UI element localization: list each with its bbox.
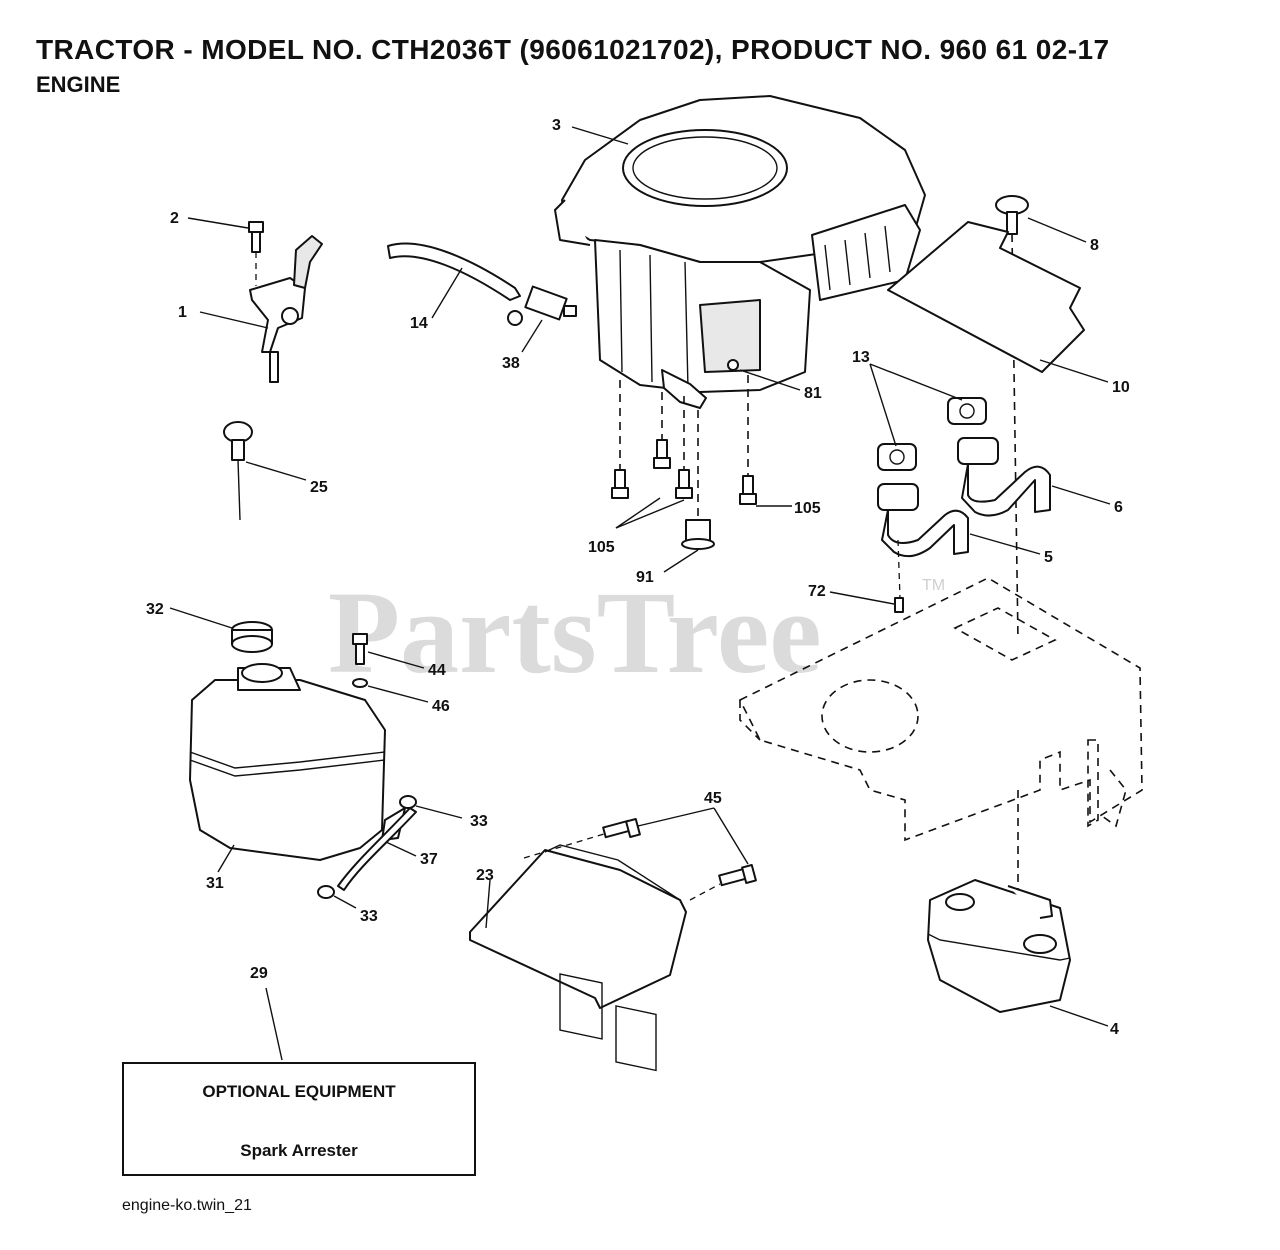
exhaust-pipe-part-6 [957, 437, 1051, 517]
callout-14: 14 [410, 315, 428, 332]
page-title: TRACTOR - MODEL NO. CTH2036T (9606102170… [36, 34, 1110, 65]
callout-29: 29 [250, 965, 268, 982]
callout-91: 91 [636, 569, 654, 586]
callout-25: 25 [310, 479, 328, 496]
callout-38: 38 [502, 355, 520, 372]
optional-equipment-box: OPTIONAL EQUIPMENT Spark Arrester [122, 1062, 476, 1176]
clamp-part-33-lower [317, 885, 335, 899]
callout-4: 4 [1110, 1021, 1119, 1038]
callout-2: 2 [170, 210, 179, 227]
callout-37: 37 [420, 851, 438, 868]
callout-10: 10 [1112, 379, 1130, 396]
callout-6: 6 [1114, 499, 1123, 516]
callout-13: 13 [852, 349, 870, 366]
watermark-trademark: TM [922, 577, 945, 594]
callout-32: 32 [146, 601, 164, 618]
gasket-part-13 [877, 397, 987, 471]
screw-part-2 [248, 221, 264, 253]
fuel-line-part-14 [387, 242, 521, 301]
callout-5: 5 [1044, 549, 1053, 566]
optional-equipment-item: Spark Arrester [240, 1141, 358, 1160]
bolt-part-45 [602, 817, 757, 887]
optional-equipment-title: OPTIONAL EQUIPMENT [202, 1082, 396, 1101]
callout-3: 3 [552, 117, 561, 134]
spacer-part-91 [681, 519, 715, 550]
bolt-105-group [611, 439, 757, 505]
screw-part-44 [352, 633, 368, 665]
callout-31: 31 [206, 875, 224, 892]
section-title: ENGINE [36, 72, 121, 97]
throttle-control-part-1 [249, 235, 323, 383]
callout-8: 8 [1090, 237, 1099, 254]
callout-23: 23 [476, 867, 494, 884]
tractor-frame-outline [738, 577, 1143, 842]
callout-44: 44 [428, 662, 446, 679]
callout-1: 1 [178, 304, 187, 321]
choke-cable-part-25 [223, 421, 253, 521]
watermark-text: PartsTree [328, 567, 822, 698]
knob-part-8 [995, 195, 1029, 235]
callout-105-b: 105 [794, 500, 821, 517]
diagram-id: engine-ko.twin_21 [122, 1197, 252, 1214]
heat-shield-part-23 [469, 844, 687, 1072]
callout-33-a: 33 [470, 813, 488, 830]
fuel-tank-part-31 [189, 663, 406, 861]
engine-part-3 [554, 95, 926, 409]
washer-part-46 [352, 678, 368, 688]
exhaust-pipe-part-5 [877, 483, 969, 558]
muffler-part-4 [927, 879, 1071, 1013]
callout-45: 45 [704, 790, 722, 807]
plate-part-10 [887, 221, 1085, 373]
fuel-filter-part-38 [507, 285, 577, 326]
clamp-part-33-upper [399, 795, 417, 809]
callout-72: 72 [808, 583, 826, 600]
fuel-cap-part-32 [231, 621, 273, 653]
fuel-hose-part-37 [337, 807, 417, 891]
callout-105-a: 105 [588, 539, 615, 556]
callout-33-b: 33 [360, 908, 378, 925]
callout-46: 46 [432, 698, 450, 715]
callout-81: 81 [804, 385, 822, 402]
